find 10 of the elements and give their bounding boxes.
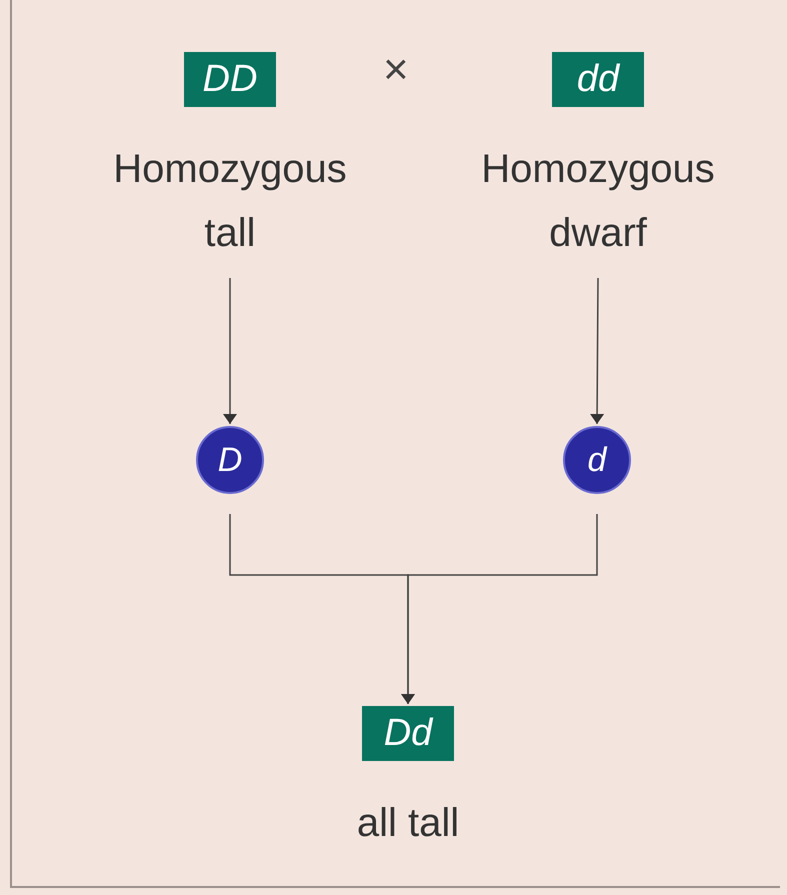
- phenotype-caption: Homozygous tall: [112, 146, 348, 257]
- arrow: [401, 514, 598, 704]
- genotype-box: dd: [552, 52, 644, 107]
- genotype-box: Dd: [362, 706, 454, 761]
- arrow: [223, 278, 237, 424]
- genotype-box: DD: [184, 52, 276, 107]
- phenotype-caption: Homozygous dwarf: [480, 146, 716, 257]
- cross-symbol: ×: [383, 48, 409, 92]
- arrow: [590, 278, 604, 424]
- phenotype-caption: all tall: [356, 800, 460, 847]
